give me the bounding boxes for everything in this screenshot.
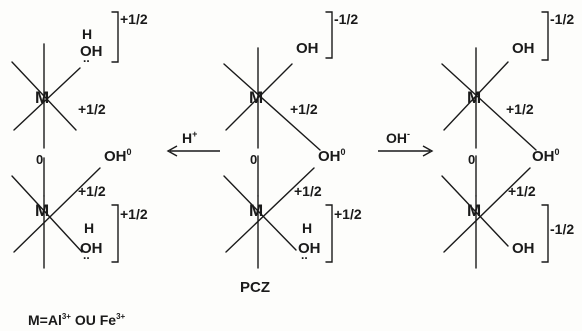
left-structure: M H OH .. +1/2 +1/2 0 OH0 +1/2 M H OH ..… xyxy=(11,11,148,269)
arrow-left-label: H+ xyxy=(182,129,197,146)
left-bottom-lone-pair: .. xyxy=(83,248,90,262)
metal-definition-note: M=Al3+ OU Fe3+ xyxy=(28,312,126,328)
right-lower-metal: M xyxy=(467,201,481,220)
left-bottom-charge: +1/2 xyxy=(120,206,148,222)
right-top-bracket xyxy=(541,11,549,61)
left-lower-metal-bonds xyxy=(11,167,101,269)
center-top-bracket xyxy=(325,11,333,59)
left-top-oh: OH xyxy=(80,43,103,60)
center-bottom-charge: +1/2 xyxy=(334,206,362,222)
center-lower-metal: M xyxy=(249,201,263,220)
center-lower-metal-bonds xyxy=(223,167,315,269)
left-bridge-oh: OH0 xyxy=(104,147,132,165)
center-bottom-oh: OH xyxy=(298,240,321,257)
right-bridge-zero: 0 xyxy=(468,152,475,167)
right-lower-metal-bonds xyxy=(441,167,531,269)
center-structure: M OH -1/2 +1/2 0 OH0 +1/2 M H OH .. +1/2 xyxy=(223,11,362,269)
left-bottom-bracket xyxy=(111,204,119,263)
left-upper-metal: M xyxy=(35,88,49,107)
left-top-bracket xyxy=(111,11,119,63)
center-bridge-zero: 0 xyxy=(250,152,257,167)
right-bottom-bracket xyxy=(541,204,549,263)
center-bottom-h: H xyxy=(302,220,312,236)
center-top-charge: -1/2 xyxy=(334,11,358,27)
arrow-right-label: OH- xyxy=(386,129,410,146)
left-bottom-h: H xyxy=(84,220,94,236)
right-upper-metal-charge: +1/2 xyxy=(506,101,534,117)
center-lower-metal-charge: +1/2 xyxy=(294,183,322,199)
left-top-lone-pair: .. xyxy=(83,51,90,65)
right-bottom-charge: -1/2 xyxy=(550,221,574,237)
right-top-oh: OH xyxy=(512,40,535,57)
center-upper-metal-charge: +1/2 xyxy=(290,101,318,117)
right-upper-metal: M xyxy=(467,88,481,107)
right-bridge-oh: OH0 xyxy=(532,147,560,165)
right-top-charge: -1/2 xyxy=(550,11,574,27)
left-bridge-zero: 0 xyxy=(36,152,43,167)
right-structure: M OH -1/2 +1/2 0 OH0 +1/2 M OH -1/2 xyxy=(441,11,574,269)
arrow-left-h-plus: H+ xyxy=(166,129,220,157)
right-upper-metal-bonds xyxy=(441,47,537,151)
left-top-h: H xyxy=(82,26,92,42)
left-bottom-oh: OH xyxy=(80,240,103,257)
arrow-right-oh-minus: OH- xyxy=(378,129,434,157)
center-bottom-lone-pair: .. xyxy=(301,248,308,262)
left-lower-metal-charge: +1/2 xyxy=(78,183,106,199)
center-bottom-bracket xyxy=(325,204,333,263)
center-upper-metal-bonds xyxy=(223,47,321,151)
left-top-charge: +1/2 xyxy=(120,11,148,27)
center-upper-metal: M xyxy=(249,88,263,107)
center-bridge-oh: OH0 xyxy=(318,147,346,165)
left-upper-metal-bonds xyxy=(11,43,81,149)
right-lower-metal-charge: +1/2 xyxy=(508,183,536,199)
left-upper-metal-charge: +1/2 xyxy=(78,101,106,117)
left-lower-metal: M xyxy=(35,201,49,220)
right-bottom-oh: OH xyxy=(512,240,535,257)
center-top-oh: OH xyxy=(296,40,319,57)
pcz-label: PCZ xyxy=(240,279,270,296)
